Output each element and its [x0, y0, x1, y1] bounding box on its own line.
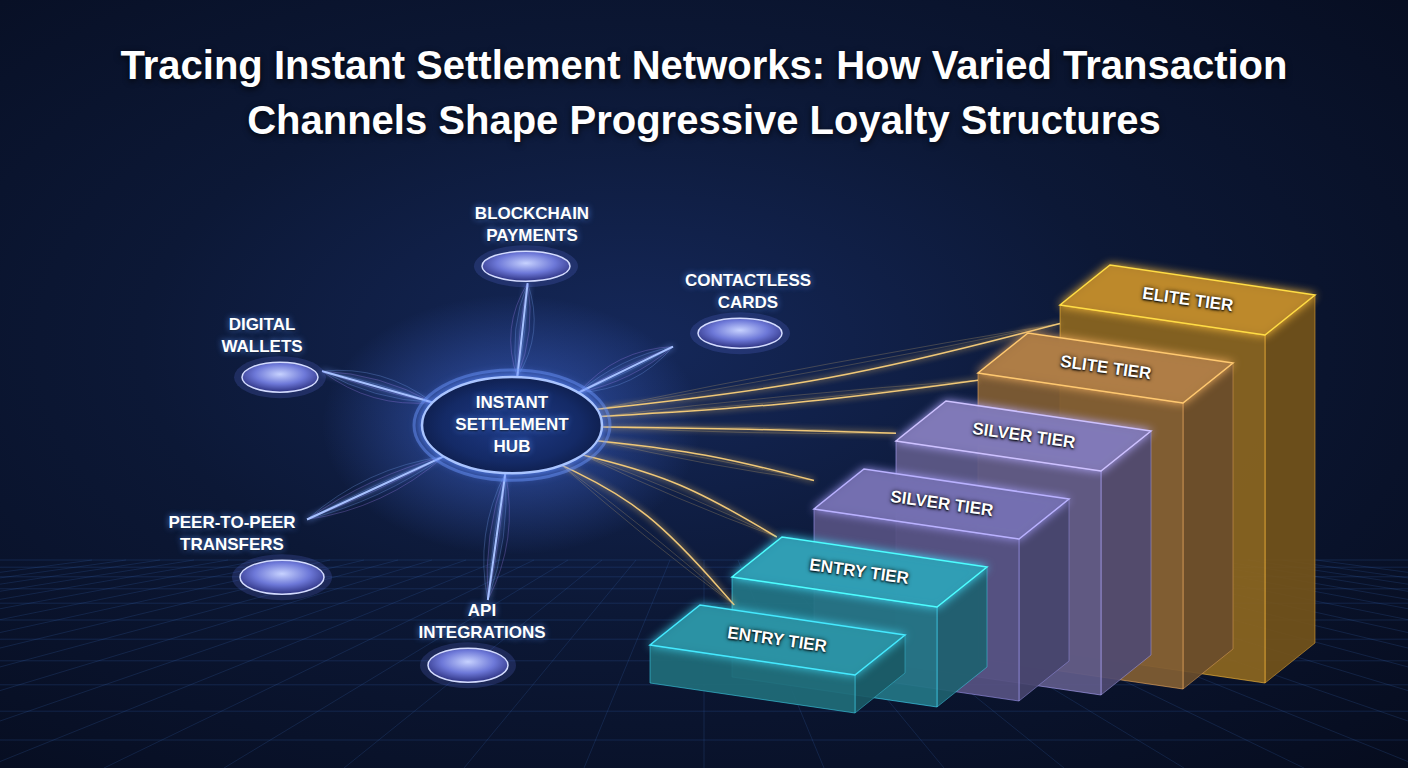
channel-node: BLOCKCHAIN PAYMENTS [457, 203, 607, 283]
channel-disc [242, 362, 318, 392]
channel-node: CONTACTLESS CARDS [673, 270, 823, 350]
connector [601, 380, 978, 416]
hub-glow [322, 295, 702, 555]
tier-step: ENTRY TIER [650, 605, 905, 675]
step-side-face [1101, 431, 1151, 695]
fiber-strand [307, 456, 444, 519]
step-side-face [1183, 363, 1233, 689]
node-label: API INTEGRATIONS [407, 600, 557, 644]
channel-node: API INTEGRATIONS [407, 600, 557, 684]
tier-step: SILVER TIER [896, 401, 1151, 471]
grid-line [1316, 560, 1408, 768]
node-label: BLOCKCHAIN PAYMENTS [457, 203, 607, 247]
step-side-face [1265, 295, 1315, 683]
fiber-strand [579, 347, 673, 393]
fiber-strand [322, 371, 432, 402]
channel-disc [428, 648, 508, 682]
fiber-strand [322, 371, 432, 403]
fiber-strand [579, 347, 673, 393]
hub-ellipse [422, 377, 602, 473]
node-label: CONTACTLESS CARDS [673, 270, 823, 314]
fiber-strand [562, 465, 735, 605]
fiber-strand [488, 473, 506, 600]
connector [597, 441, 814, 481]
channel-node: PEER-TO-PEER TRANSFERS [157, 512, 307, 596]
tier-step: SLITE TIER [978, 333, 1233, 403]
tier-step: SILVER TIER [814, 469, 1069, 539]
tier-step: ELITE TIER [1060, 265, 1315, 335]
grid-line [0, 560, 126, 768]
connector [322, 371, 432, 402]
fiber-strand [322, 371, 432, 402]
tier-step: ENTRY TIER [732, 537, 987, 607]
fiber-strand [307, 456, 444, 519]
fiber-strand [562, 465, 735, 605]
disc-glow [690, 312, 790, 354]
channel-disc [698, 318, 782, 348]
fiber-strand [602, 427, 896, 434]
disc-glow [474, 245, 578, 287]
fiber-strand [511, 283, 528, 377]
fiber-strand [602, 427, 896, 434]
fiber-strand [517, 283, 530, 377]
step-sides [650, 295, 1315, 713]
grid-line [0, 560, 262, 768]
fiber-strand [601, 380, 978, 416]
step-top-face [1060, 265, 1315, 335]
grid-line [0, 560, 398, 768]
fiber-strand [583, 455, 777, 537]
step-top-face [978, 333, 1233, 403]
node-label: PEER-TO-PEER TRANSFERS [157, 512, 307, 556]
fiber-strand [322, 371, 432, 402]
fiber-strand [579, 347, 673, 393]
fiber-strand [488, 473, 510, 600]
fiber-strand [597, 441, 814, 481]
channel-disc [482, 251, 570, 281]
diagram-title: Tracing Instant Settlement Networks: How… [40, 38, 1368, 148]
fiber-strand [307, 456, 444, 519]
disc-glow [420, 642, 516, 688]
step-top-face [896, 401, 1151, 471]
channel-disc [240, 560, 324, 594]
connector [307, 456, 444, 519]
connector [579, 347, 673, 393]
hub-ring [414, 370, 610, 480]
fiber-strand [579, 347, 673, 393]
grid-line [344, 560, 602, 768]
fiber-strand [322, 371, 432, 402]
grid-line [0, 560, 228, 768]
node-label: INSTANT SETTLEMENT HUB [452, 392, 572, 458]
fiber-strand [307, 456, 444, 519]
connector [488, 473, 506, 600]
step-top-face [650, 605, 905, 675]
grid-line [224, 560, 568, 768]
fiber-strand [515, 283, 528, 377]
disc-glow [232, 554, 332, 600]
fiber-strand [597, 441, 814, 481]
fiber-strand [322, 370, 432, 402]
connector [562, 465, 735, 605]
fiber-strand [583, 455, 777, 537]
step-top-face [732, 537, 987, 607]
grid-line [0, 560, 432, 768]
channel-node: DIGITAL WALLETS [202, 314, 322, 394]
hub-node: INSTANT SETTLEMENT HUB [422, 377, 602, 473]
fiber-strand [579, 347, 673, 393]
disc-glow [234, 356, 326, 398]
fiber-strand [601, 380, 978, 416]
grid-line [0, 560, 160, 768]
fiber-strand [307, 456, 444, 519]
fiber-strand [307, 456, 444, 519]
connector [602, 427, 896, 433]
fiber-strand [579, 347, 673, 393]
connector [583, 455, 777, 537]
node-label: DIGITAL WALLETS [202, 314, 322, 358]
step-top-face [814, 469, 1069, 539]
fiber-strand [484, 473, 506, 600]
connector [517, 283, 527, 377]
